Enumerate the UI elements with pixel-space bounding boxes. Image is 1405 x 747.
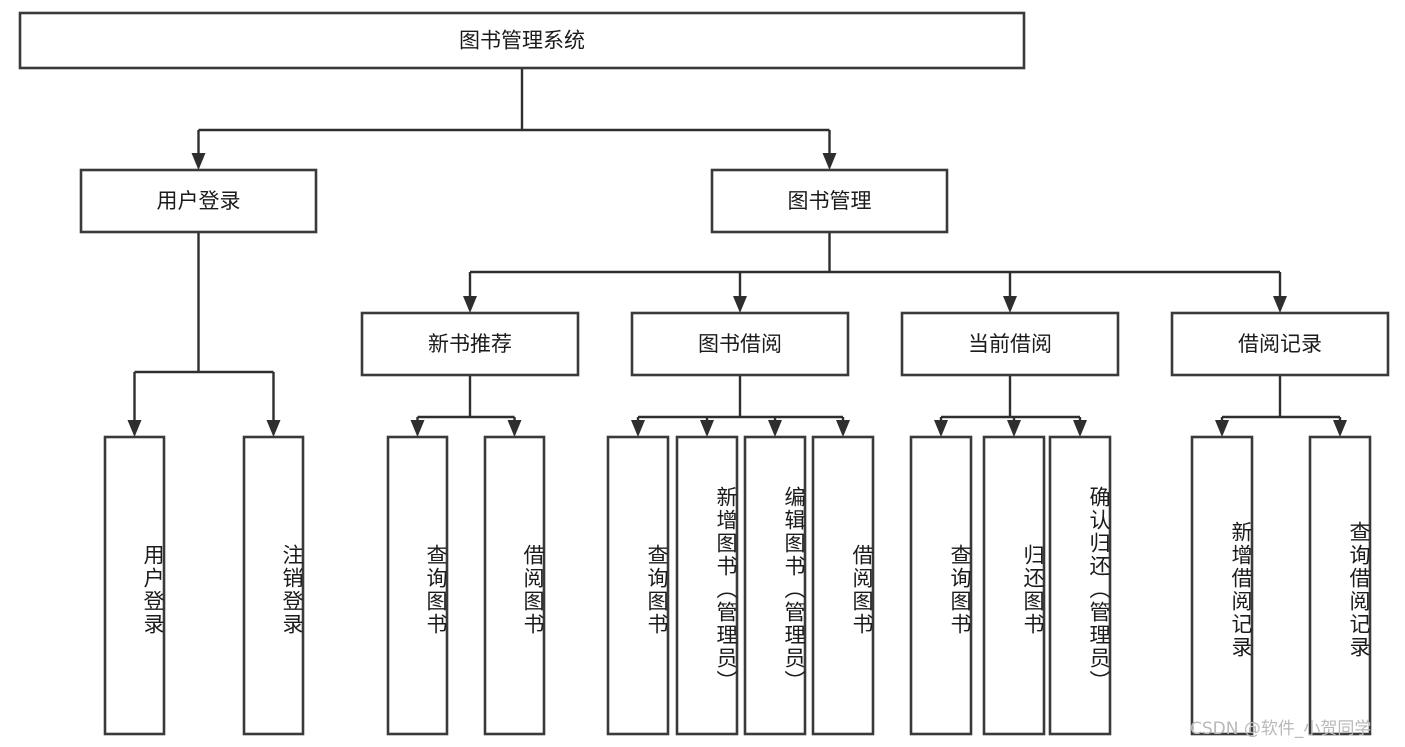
leaf-node-box-4[interactable] xyxy=(606,435,670,736)
arrow-head-leaf-2-2 xyxy=(768,420,782,437)
arrow-head-level2-1 xyxy=(822,153,837,170)
leaf-node-box-10[interactable] xyxy=(1048,435,1112,736)
arrow-head-leaf-2-3 xyxy=(836,420,850,437)
level3-node-box-1[interactable] xyxy=(630,311,850,377)
level3-node-label-2: 当前借阅 xyxy=(968,332,1052,356)
leaf-node-box-2[interactable] xyxy=(386,435,449,736)
leaf-node-box-1[interactable] xyxy=(242,435,305,736)
arrow-head-leaf-1-0 xyxy=(410,420,425,437)
arrow-head-leaf-1-1 xyxy=(507,420,522,437)
arrow-head-leaf-4-1 xyxy=(1333,420,1347,437)
connectors-layer xyxy=(127,68,1347,437)
leaf-node-box-7[interactable] xyxy=(811,435,875,736)
arrow-head-level3-2 xyxy=(1003,296,1017,313)
arrow-head-level2-0 xyxy=(191,153,206,170)
leaf-node-box-3[interactable] xyxy=(483,435,546,736)
level3-node-box-3[interactable] xyxy=(1170,311,1390,377)
arrow-head-level3-1 xyxy=(733,296,747,313)
level3-node-label-0: 新书推荐 xyxy=(428,332,512,356)
csdn-watermark: CSDN @软件_小贺同学 xyxy=(1190,719,1372,739)
arrow-head-leaf-3-1 xyxy=(1007,420,1021,437)
root-node-box[interactable] xyxy=(18,11,1026,70)
level2-node-box-0[interactable] xyxy=(79,168,318,234)
leaf-node-box-0[interactable] xyxy=(103,435,166,736)
arrow-head-level3-3 xyxy=(1273,296,1287,313)
arrow-head-leaf-2-0 xyxy=(631,420,645,437)
leaf-node-box-9[interactable] xyxy=(982,435,1046,736)
arrow-head-leaf-0-0 xyxy=(127,420,142,437)
arrow-head-leaf-3-2 xyxy=(1073,420,1087,437)
arrow-head-leaf-4-0 xyxy=(1215,420,1229,437)
level2-node-label-1: 图书管理 xyxy=(788,189,872,213)
arrow-head-leaf-2-1 xyxy=(700,420,714,437)
root-node-label: 图书管理系统 xyxy=(459,29,585,53)
level2-node-box-1[interactable] xyxy=(710,168,949,234)
arrow-head-leaf-3-0 xyxy=(934,420,948,437)
arrow-head-leaf-0-1 xyxy=(266,420,281,437)
level2-node-label-0: 用户登录 xyxy=(157,189,241,213)
level3-node-label-1: 图书借阅 xyxy=(698,332,782,356)
leaf-node-box-8[interactable] xyxy=(909,435,973,736)
level3-node-label-3: 借阅记录 xyxy=(1238,332,1322,356)
leaf-node-box-11[interactable] xyxy=(1190,435,1254,736)
arrow-head-level3-0 xyxy=(463,296,477,313)
leaf-node-box-6[interactable] xyxy=(743,435,807,736)
leaf-node-box-5[interactable] xyxy=(675,435,739,736)
leaf-node-box-12[interactable] xyxy=(1308,435,1372,736)
level3-node-box-0[interactable] xyxy=(360,311,580,377)
level3-node-box-2[interactable] xyxy=(900,311,1120,377)
